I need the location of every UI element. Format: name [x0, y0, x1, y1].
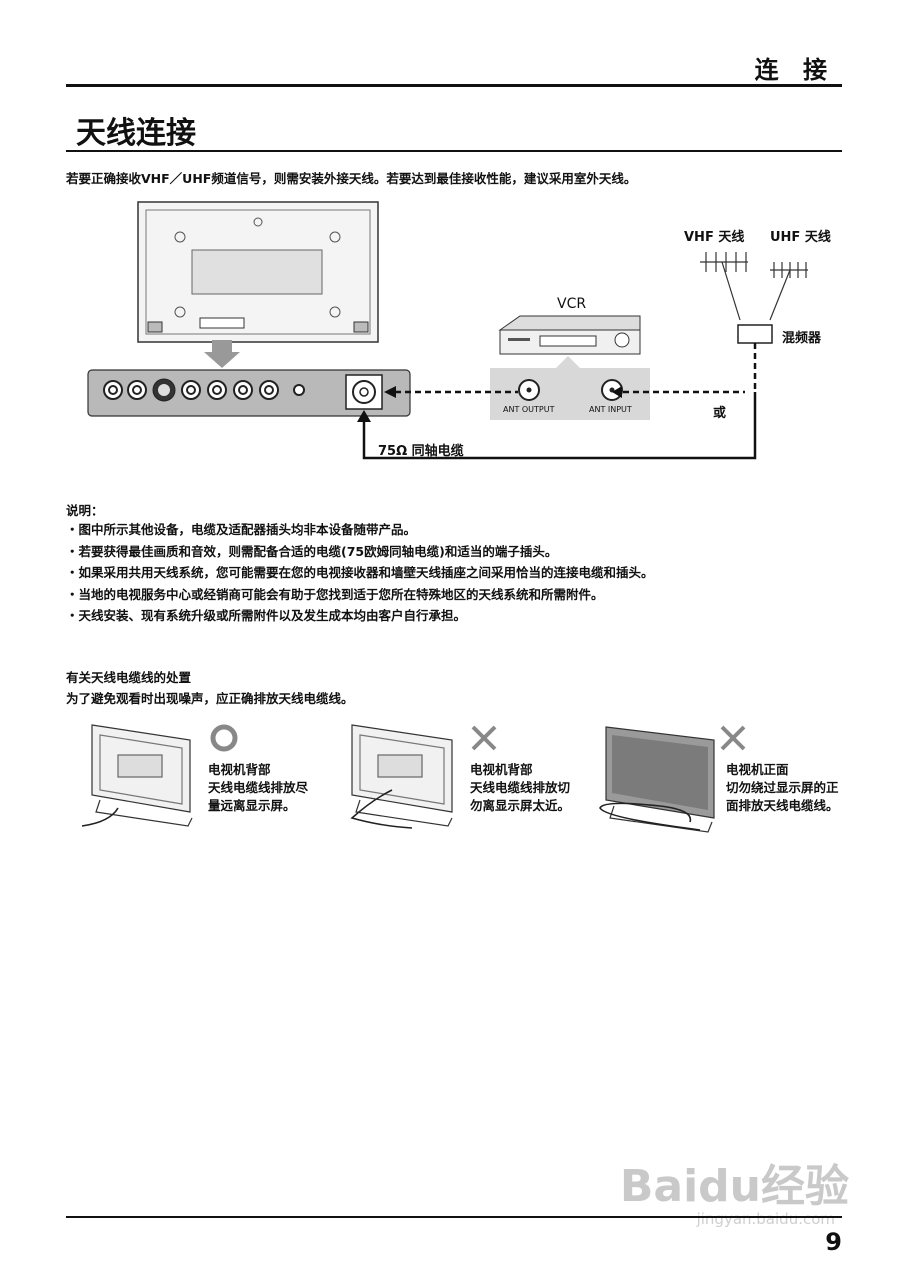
ng-mark-icon: [720, 725, 746, 751]
vhf-antenna-label: VHF 天线: [684, 230, 745, 245]
baidu-watermark: Baidu经验: [619, 1161, 849, 1212]
mixer-label: 混频器: [782, 331, 822, 346]
header-rule: [66, 84, 842, 87]
coax-cable-label: 75Ω 同轴电缆: [378, 444, 464, 459]
antenna-connection-diagram: [87, 201, 808, 460]
antenna-illustrations: [700, 252, 808, 321]
example-line: 切勿绕过显示屏的正: [726, 780, 839, 795]
ant-output-label: ANT OUTPUT: [503, 405, 555, 414]
example-title: 电视机背部: [470, 762, 533, 777]
footer-rule: [66, 1216, 842, 1218]
example-title: 电视机正面: [726, 762, 789, 777]
vcr-label: VCR: [557, 296, 587, 312]
tv-terminal-strip: [87, 369, 411, 417]
cable-heading: 有关天线电缆线的处置: [66, 670, 192, 685]
section-title: 天线连接: [76, 116, 196, 151]
mixer-box: [737, 324, 773, 344]
notes-list: 图中所示其他设备，电缆及适配器插头均非本设备随带产品。 若要获得最佳画质和音效，…: [66, 519, 654, 627]
example-title: 电视机背部: [208, 762, 271, 777]
ok-mark-icon: [210, 724, 238, 752]
uhf-antenna-label: UHF 天线: [770, 230, 831, 245]
cable-subtitle: 为了避免观看时出现噪声，应正确排放天线电缆线。: [66, 691, 354, 706]
intro-text: 若要正确接收VHF／UHF频道信号，则需安装外接天线。若要达到最佳接收性能，建议…: [66, 171, 637, 186]
chapter-title: 连 接: [754, 56, 835, 84]
example-line: 勿离显示屏太近。: [470, 798, 571, 813]
notes-heading: 说明：: [66, 503, 104, 518]
note-item: 若要获得最佳画质和音效，则需配备合适的电缆(75欧姆同轴电缆)和适当的端子插头。: [66, 541, 654, 563]
watermark-url: jingyan.baidu.com: [696, 1210, 835, 1228]
example-line: 天线电缆线排放切: [470, 780, 571, 795]
example-line: 天线电缆线排放尽: [208, 780, 309, 795]
example-line: 面排放天线电缆线。: [726, 798, 839, 813]
vcr-illustration: [498, 315, 641, 355]
or-label: 或: [713, 406, 727, 421]
cable-example-2: 电视机背部 天线电缆线排放切 勿离显示屏太近。: [470, 761, 570, 815]
cable-example-1: 电视机背部 天线电缆线排放尽 量远离显示屏。: [208, 761, 308, 815]
example-line: 量远离显示屏。: [208, 798, 296, 813]
note-item: 天线安装、现有系统升级或所需附件以及发生成本均由客户自行承担。: [66, 605, 654, 627]
ant-input-label: ANT INPUT: [589, 405, 632, 414]
cable-example-3: 电视机正面 切勿绕过显示屏的正 面排放天线电缆线。: [726, 761, 839, 815]
note-item: 如果采用共用天线系统，您可能需要在您的电视接收器和墙壁天线插座之间采用恰当的连接…: [66, 562, 654, 584]
tv-back-panel-illustration: [137, 201, 379, 343]
note-item: 图中所示其他设备，电缆及适配器插头均非本设备随带产品。: [66, 519, 654, 541]
section-rule: [66, 150, 842, 152]
note-item: 当地的电视服务中心或经销商可能会有助于您找到适于您所在特殊地区的天线系统和所需附…: [66, 584, 654, 606]
ng-mark-icon: [471, 725, 497, 751]
page-number: 9: [825, 1228, 842, 1256]
cable-routing-illustrations: [81, 724, 746, 833]
